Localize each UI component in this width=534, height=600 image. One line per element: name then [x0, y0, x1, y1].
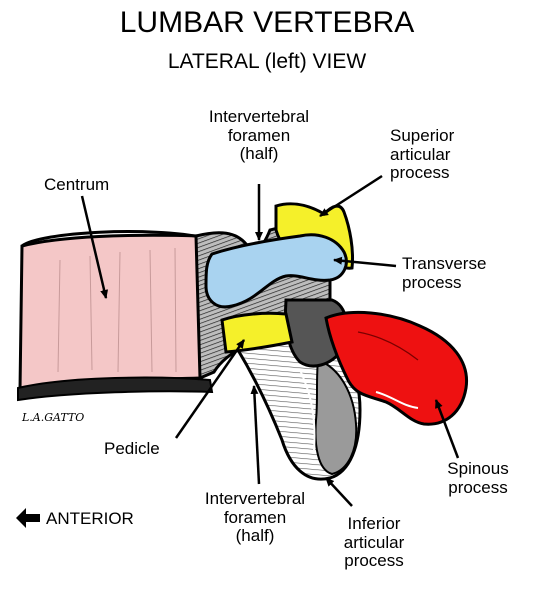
- arrow-superior-articular: [319, 174, 383, 218]
- label-transverse-line-2: process: [402, 272, 462, 292]
- label-inferior-articular-line-2: articular: [343, 532, 405, 552]
- label-spinous-line-2: process: [448, 477, 508, 497]
- label-foramen-bottom-line-1: Intervertebral: [204, 489, 306, 508]
- label-transverse: Transverse process: [402, 254, 487, 292]
- arrow-foramen-bottom: [250, 385, 261, 485]
- svg-text:L.A.GATTO: L.A.GATTO: [21, 411, 84, 424]
- anterior-arrow-icon: [16, 508, 40, 528]
- label-foramen-bottom-line-3: (half): [235, 526, 275, 546]
- inferior-articular-shape: [236, 328, 362, 481]
- label-superior-articular-line-1: Superior: [390, 126, 455, 145]
- arrow-spinous: [434, 399, 460, 459]
- label-anterior: ANTERIOR: [46, 509, 134, 528]
- label-foramen-bottom-line-2: foramen: [223, 507, 287, 527]
- label-foramen-top: Intervertebral foramen (half): [196, 107, 322, 164]
- label-inferior-articular-line-1: Inferior: [347, 514, 401, 533]
- spinous-process-shape: [324, 310, 469, 426]
- arrow-transverse: [333, 256, 397, 268]
- label-superior-articular: Superior articular process: [390, 126, 455, 183]
- transverse-process-shape: [204, 233, 348, 309]
- label-transverse-line-1: Transverse: [402, 254, 487, 273]
- arrow-pedicle: [174, 339, 246, 439]
- page-title: LUMBAR VERTEBRA: [119, 6, 415, 39]
- label-foramen-top-line-1: Intervertebral: [208, 107, 310, 126]
- label-inferior-articular-line-3: process: [344, 551, 404, 571]
- label-spinous-line-1: Spinous: [447, 459, 509, 478]
- centrum-shape: [17, 230, 214, 402]
- label-centrum: Centrum: [44, 175, 110, 194]
- label-superior-articular-line-2: articular: [390, 144, 451, 164]
- label-foramen-top-line-3: (half): [239, 144, 279, 164]
- label-foramen-top-line-2: foramen: [227, 125, 291, 145]
- leader-arrows: [80, 174, 460, 507]
- label-spinous: Spinous process: [428, 459, 528, 497]
- label-foramen-bottom: Intervertebral foramen (half): [190, 489, 320, 546]
- signature-mark: L.A.GATTO: [21, 411, 84, 424]
- arrow-centrum: [80, 195, 109, 299]
- arrow-inferior-articular: [325, 477, 353, 507]
- label-inferior-articular: Inferior articular process: [324, 514, 424, 571]
- page-subtitle: LATERAL (left) VIEW: [167, 50, 367, 73]
- label-pedicle: Pedicle: [104, 439, 160, 458]
- label-superior-articular-line-3: process: [390, 163, 450, 183]
